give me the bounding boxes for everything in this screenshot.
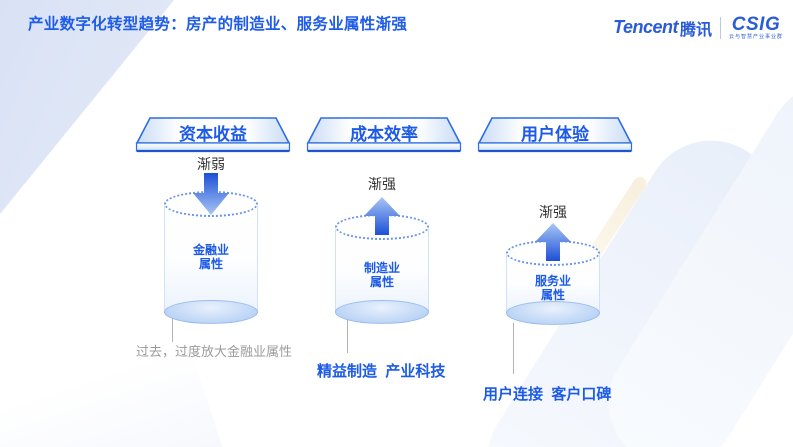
column-cost-efficiency: 成本效率 渐强 制造业 属性 精益制造 产业科技 [306,117,462,447]
leader-line [172,318,173,342]
banner-shape [306,117,462,153]
cylinder-label: 金融业 属性 [164,243,258,271]
cylinder-label: 制造业 属性 [335,261,429,289]
cylinder-label-line2: 属性 [369,275,394,289]
tencent-logo-cn: 腾讯 [679,21,712,39]
cylinder-label-line1: 制造业 [363,261,400,275]
cylinder-label-line2: 属性 [540,288,565,302]
column-capital-returns: 资本收益 渐弱 金融业 属性 过去，过度放大金融业属性 [135,117,293,447]
arrow-down-icon [193,173,229,215]
cylinder-label-line2: 属性 [198,257,223,271]
column-user-experience: 用户体验 渐强 服务业 属性 用户连接 客户口碑 [477,117,633,447]
banner-label: 成本效率 [350,125,418,144]
arrow-up-icon [364,197,400,235]
banner-label: 用户体验 [521,125,589,144]
cylinder-body [335,227,429,312]
cylinder-label-line1: 金融业 [192,243,229,257]
banner-label: 资本收益 [179,125,247,144]
column-caption: 用户连接 客户口碑 [483,386,612,403]
tencent-logo-text: Tencent [613,17,678,37]
cylinder-bottom-ellipse [506,301,600,325]
leader-line [347,320,348,353]
trend-label: 渐强 [368,176,396,192]
cylinder-bottom-ellipse [335,300,429,324]
cylinder-body [164,204,258,312]
arrow-up-icon [535,223,571,261]
trend-label: 渐弱 [197,156,225,172]
logo-divider [719,16,721,39]
cylinder-label-line1: 服务业 [534,274,571,288]
column-caption: 精益制造 产业科技 [317,363,446,380]
leader-line [513,323,514,374]
page-title: 产业数字化转型趋势：房产的制造业、服务业属性渐强 [28,16,408,33]
column-caption: 过去，过度放大金融业属性 [136,344,293,359]
tencent-csig-logo: Tencent 腾讯 CSIG 云与智慧产业事业群 [613,15,783,40]
csig-logo-text: CSIG [731,14,781,35]
cylinder-bottom-ellipse [164,300,258,324]
csig-logo: CSIG 云与智慧产业事业群 [729,15,783,40]
trend-label: 渐强 [539,204,567,220]
cylinder-label: 服务业 属性 [506,274,600,302]
csig-logo-subtitle: 云与智慧产业事业群 [728,34,783,40]
